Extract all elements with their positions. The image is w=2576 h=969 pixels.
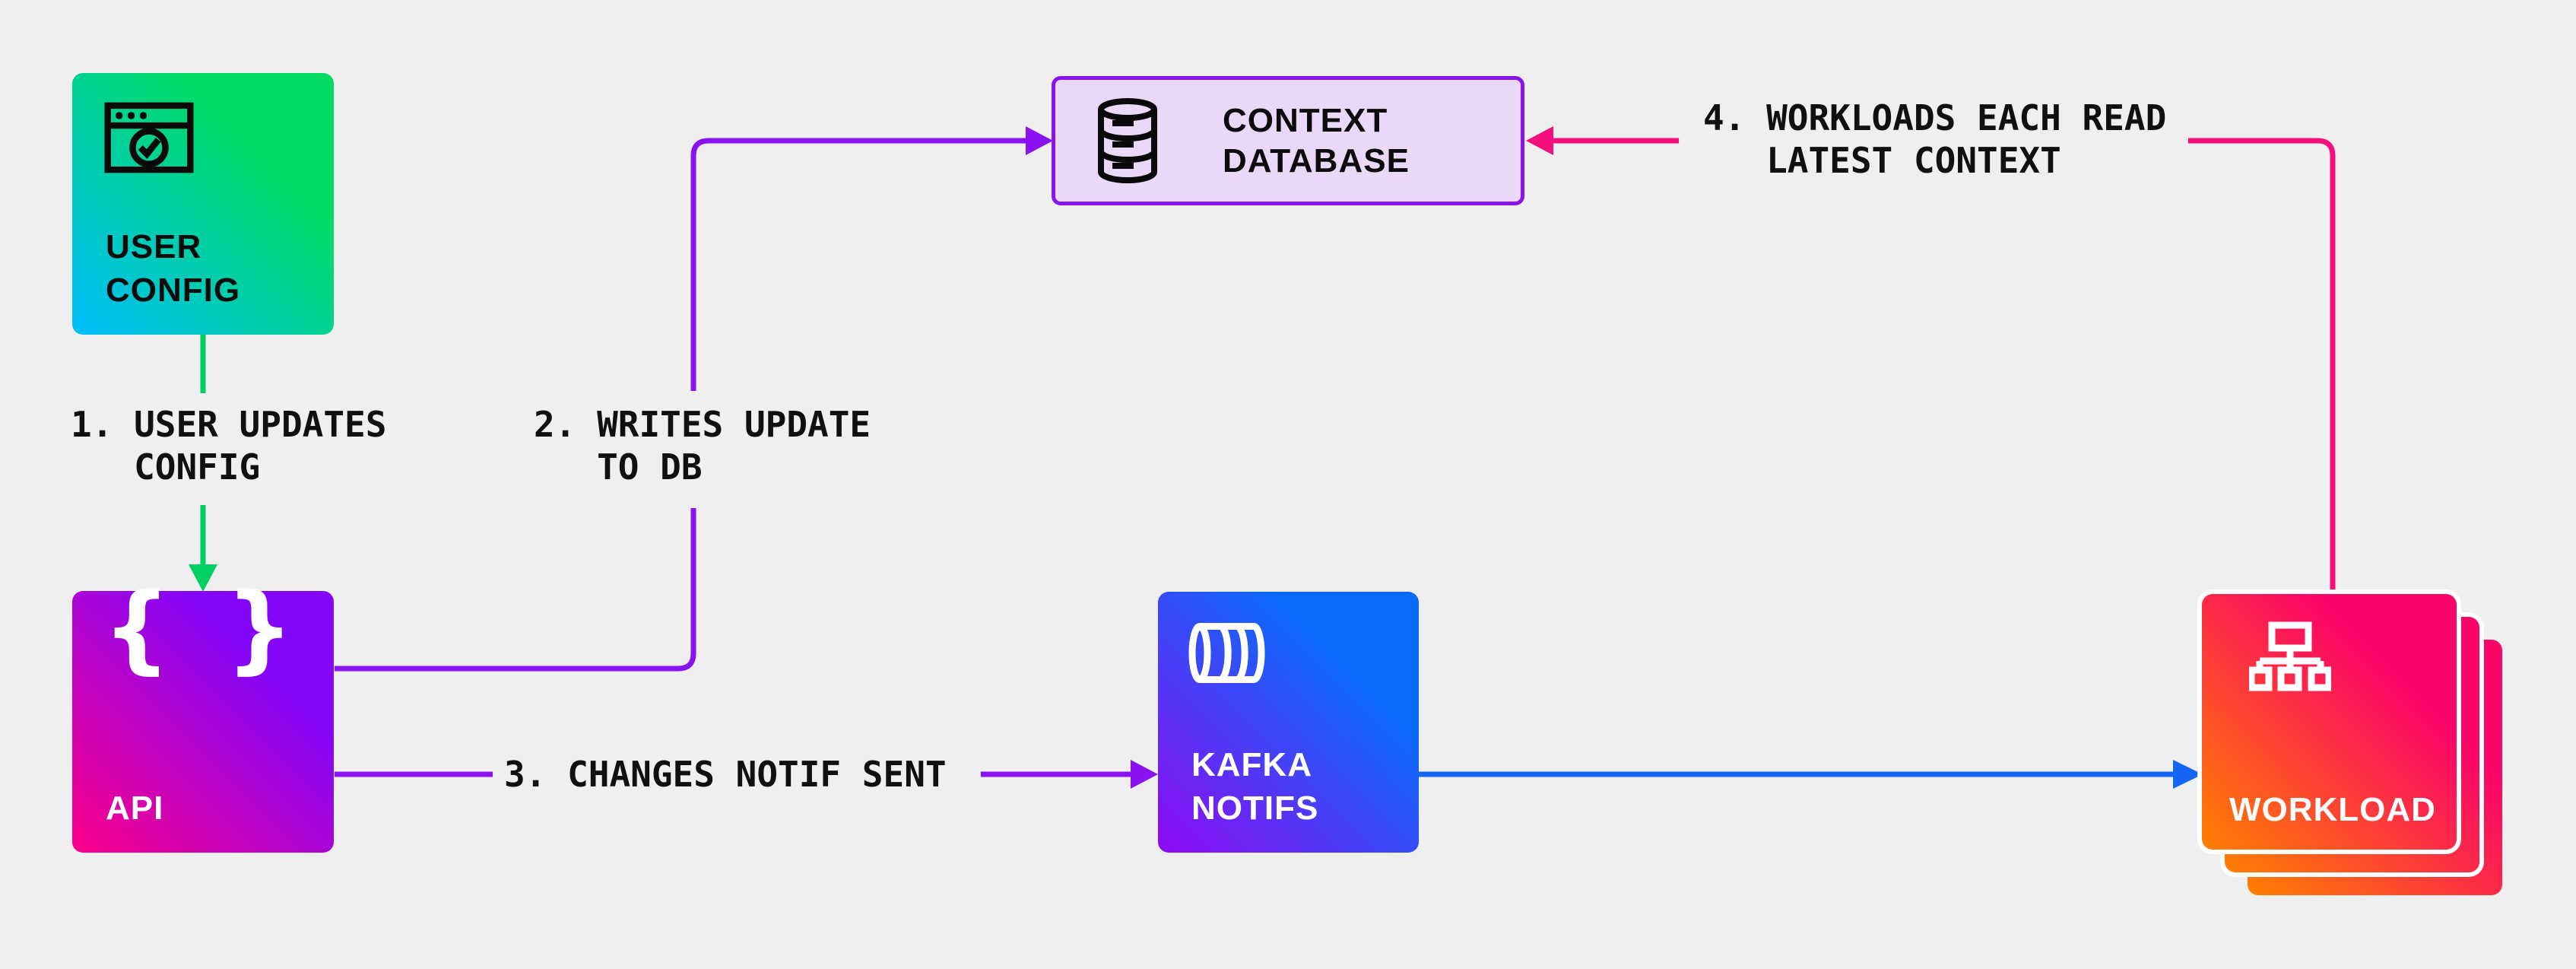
edge-step3-label: 3. CHANGES NOTIF SENT [504,754,947,795]
node-user-config-label: USER CONFIG [106,228,241,309]
edge-step1-label: 1. USER UPDATES CONFIG [71,404,387,488]
node-context-database: CONTEXT DATABASE [1052,76,1524,205]
node-user-config: USER CONFIG [72,73,334,335]
edge-step4-arrowhead [1526,126,1553,155]
edge-step2-label: 2. WRITES UPDATE TO DB [534,404,871,488]
kafka-log-icon [1188,623,1265,683]
database-icon [1098,98,1157,183]
edge-kafka-to-workload-arrowhead [2173,760,2203,789]
edge-step2-arrowhead [1026,126,1053,155]
node-workload-label: WORKLOAD [2229,791,2436,828]
node-kafka-notifs-label: KAFKA NOTIFS [1191,746,1319,827]
sitemap-icon [2249,621,2331,691]
edge-step4 [1552,138,2336,608]
edge-step2 [335,138,1027,672]
curly-braces-icon: { } [103,572,305,684]
node-workload: WORKLOAD [2202,594,2457,850]
edge-step4-label: 4. WORKLOADS EACH READ LATEST CONTEXT [1703,97,2167,181]
browser-check-icon [104,102,194,173]
edge-step1-arrowhead [189,564,217,592]
node-api: { } API [72,580,334,853]
node-workload-stack: WORKLOAD [2202,594,2502,895]
node-context-database-label: CONTEXT DATABASE [1223,102,1410,180]
edge-step3-arrowhead [1131,760,1158,789]
node-api-label: API [106,789,164,827]
node-kafka-notifs: KAFKA NOTIFS [1158,592,1419,853]
